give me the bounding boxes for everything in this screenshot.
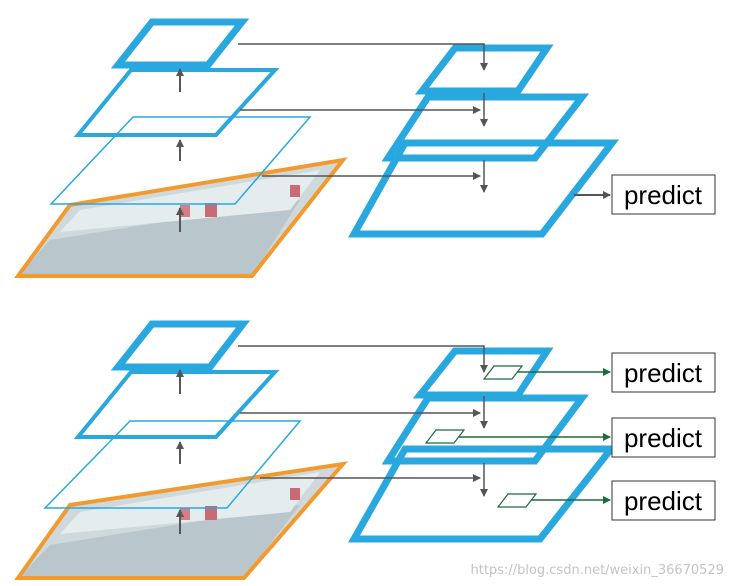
anchor-window-level-2: [424, 429, 466, 444]
bottom-up-level-2: [73, 68, 280, 137]
bottom-diagram: predict predict predict: [14, 320, 716, 580]
lateral-arrow: [238, 43, 488, 71]
predict-box: [611, 174, 716, 215]
predict-box: [611, 417, 716, 458]
predict-label: predict: [624, 180, 703, 210]
predict-label: predict: [624, 486, 703, 516]
predict-box: [611, 480, 716, 521]
bottom-up-level-1: [43, 420, 302, 509]
predict-label: predict: [624, 358, 703, 388]
bottom-up-level-3: [110, 320, 251, 371]
top-down-level-1: [414, 44, 554, 95]
lateral-arrow: [238, 345, 488, 373]
predict-label: predict: [624, 423, 703, 453]
top-down-level-2: [381, 93, 590, 162]
bottom-up-level-1: [49, 116, 312, 205]
predict-box: [611, 352, 716, 393]
bottom-up-level-2: [73, 370, 280, 439]
top-down-level-1: [412, 347, 554, 399]
top-down-level-2: [381, 394, 589, 465]
bottom-up-level-3: [110, 18, 250, 69]
watermark: https://blog.csdn.net/weixin_36670529: [470, 563, 724, 578]
top-diagram: predict: [14, 18, 716, 278]
anchor-window-level-3: [496, 493, 538, 508]
anchor-window-level-1: [482, 365, 524, 380]
